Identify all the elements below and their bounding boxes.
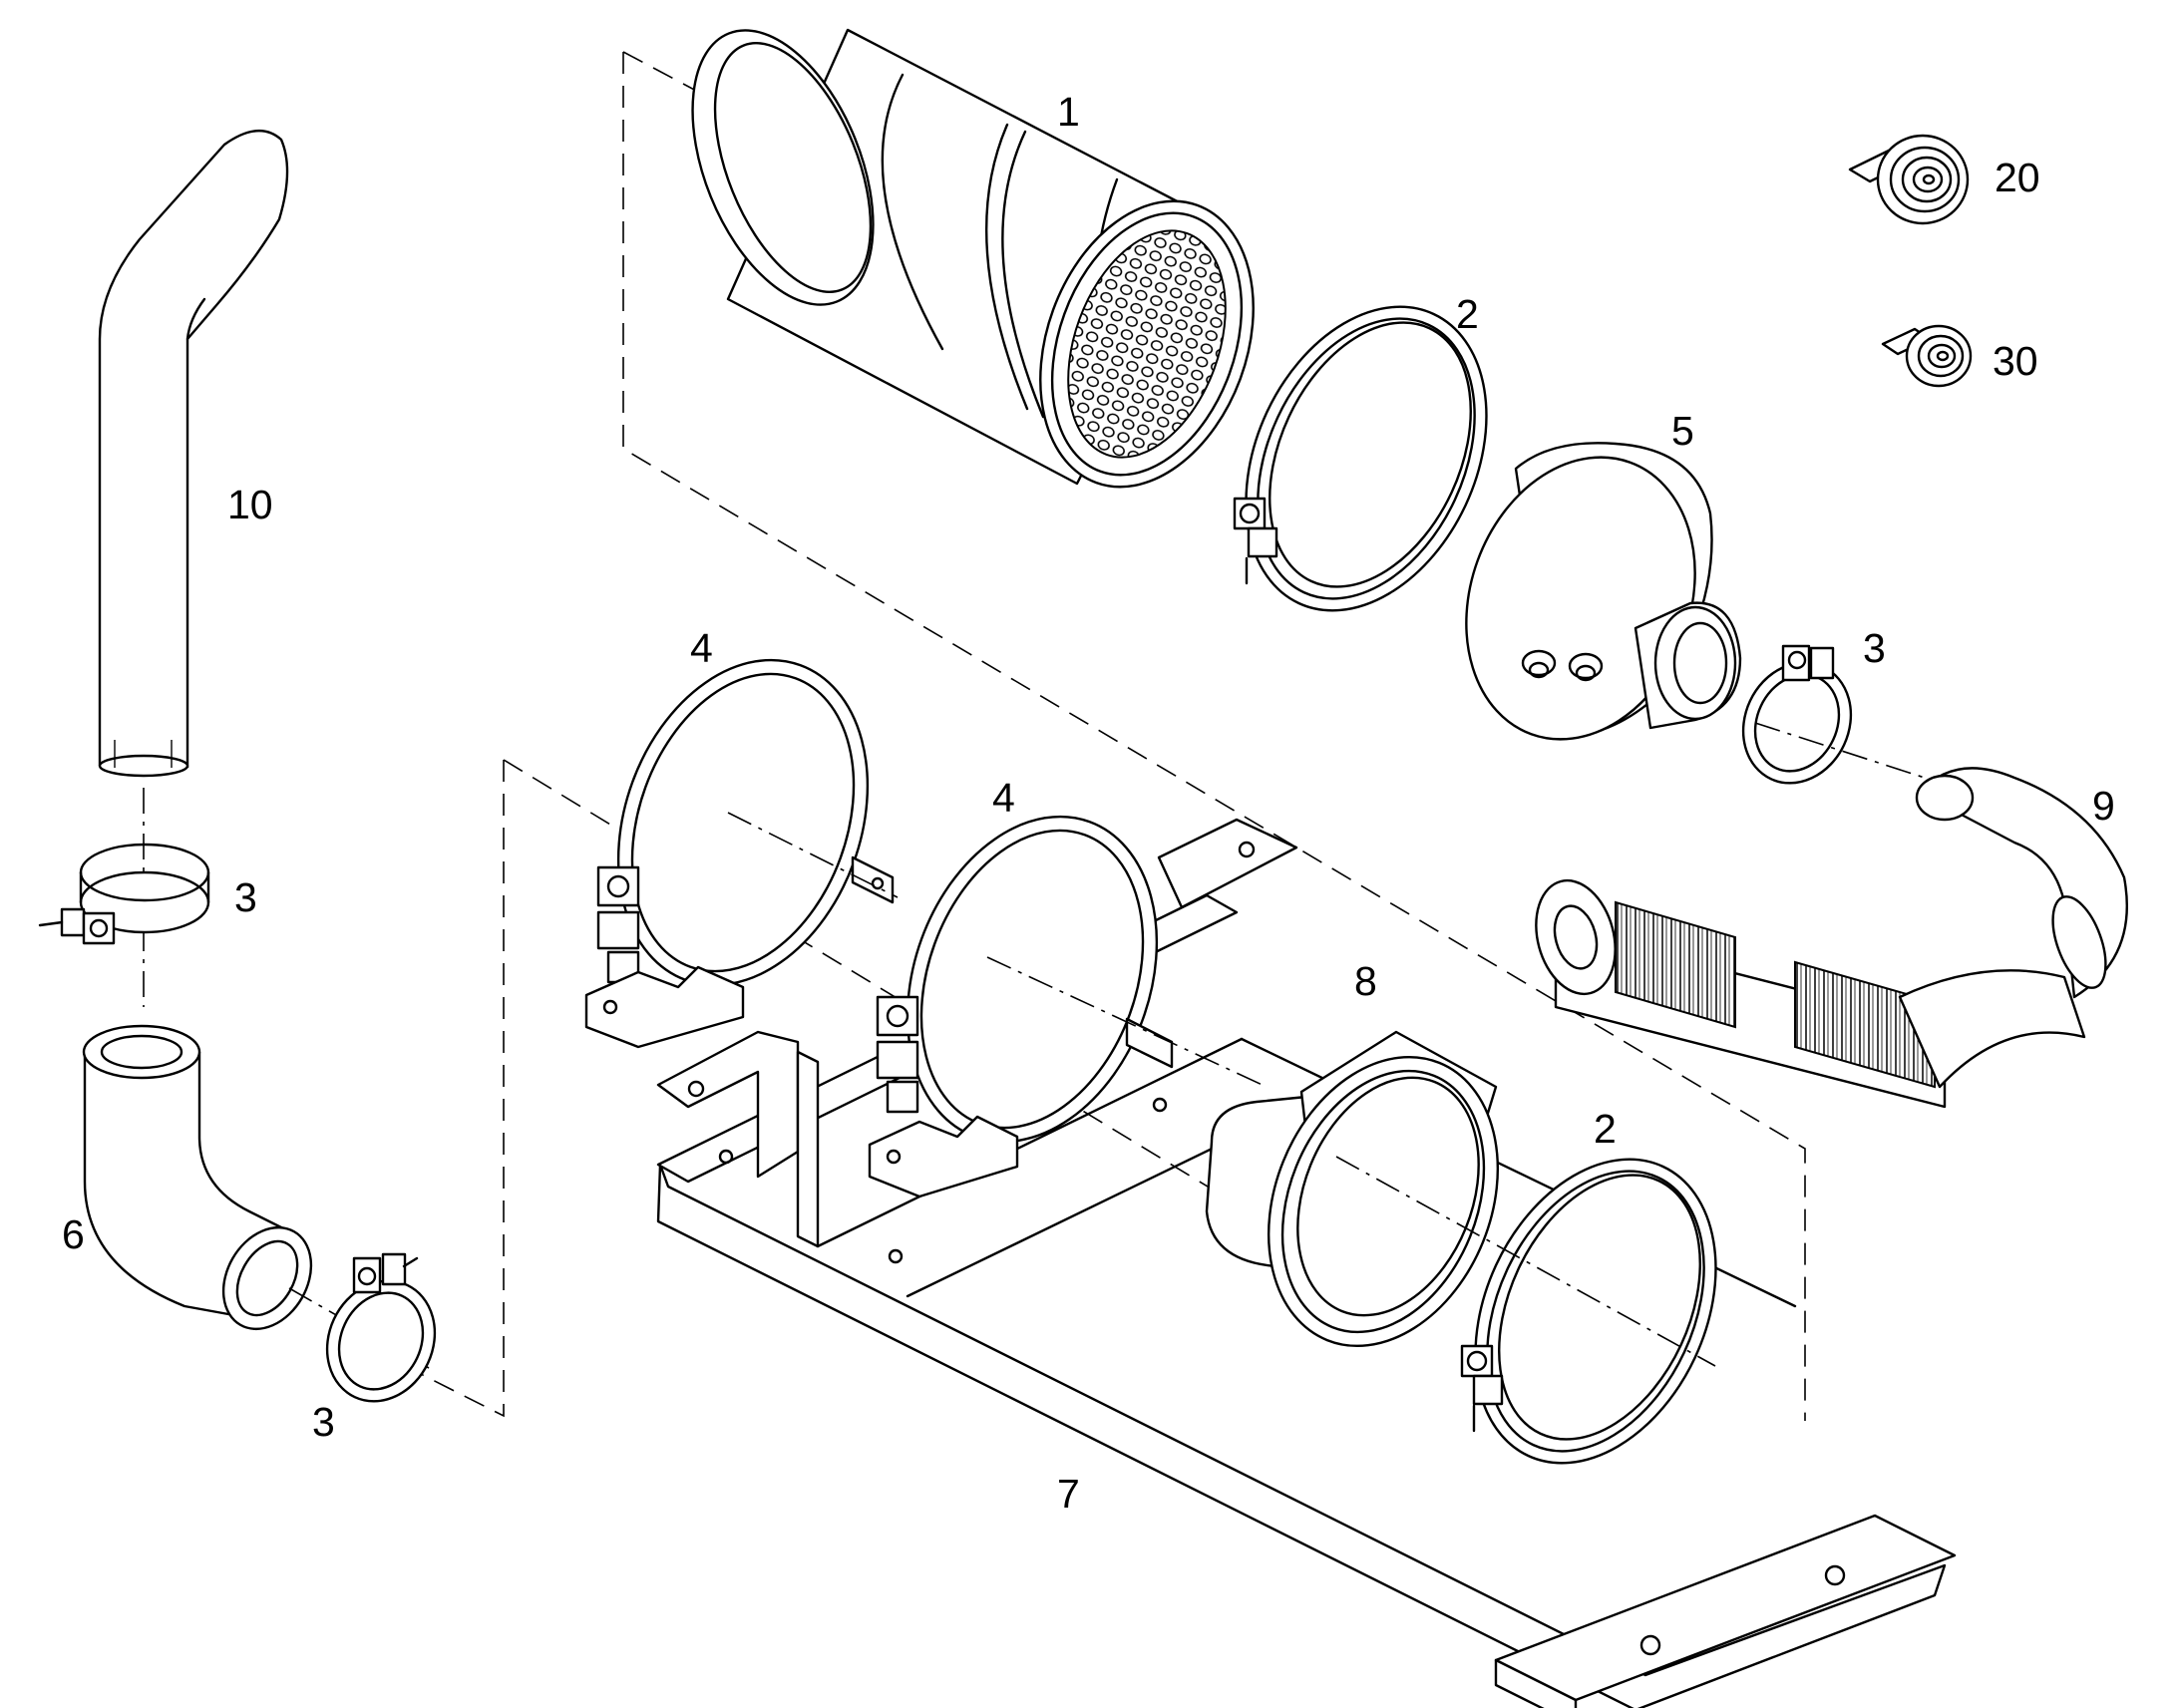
- part-3-clamp-bottom: [325, 1252, 437, 1403]
- part-2-clamp-lower: [1460, 1158, 1717, 1465]
- part-1-silencer: [691, 28, 1255, 489]
- callout-2: 2: [1456, 291, 1479, 337]
- callout-2: 2: [1594, 1106, 1617, 1152]
- callout-4: 4: [992, 775, 1015, 821]
- part-3-clamp-right: [1741, 644, 1853, 785]
- part-9-flex-pipe: [1535, 767, 2128, 1109]
- part-6-elbow-hose: [82, 1024, 313, 1331]
- callout-9: 9: [2092, 783, 2115, 829]
- callout-4: 4: [690, 625, 713, 671]
- part-2-clamp-upper: [1233, 305, 1488, 612]
- part-5-end-cap: [1465, 442, 1742, 741]
- part-30-tape-roll: [1881, 324, 1973, 388]
- part-10-exhaust-stack: [98, 129, 289, 778]
- part-3-clamp-left: [38, 843, 210, 945]
- callout-6: 6: [62, 1211, 85, 1257]
- callout-1: 1: [1057, 89, 1080, 135]
- callout-5: 5: [1671, 408, 1694, 454]
- part-20-tape-roll: [1848, 134, 1970, 225]
- axis-line-3-9: [1754, 722, 1926, 779]
- callout-3: 3: [234, 874, 257, 920]
- part-8-inlet-adapter: [1205, 1030, 1500, 1348]
- callout-7: 7: [1057, 1471, 1080, 1517]
- part-4-saddle-clamp-middle: [868, 815, 1174, 1198]
- callout-8: 8: [1354, 958, 1377, 1004]
- axis-line-4b: [986, 956, 1268, 1088]
- callout-30: 30: [1993, 338, 2038, 384]
- callout-3: 3: [1863, 625, 1886, 671]
- callout-3: 3: [312, 1399, 335, 1445]
- part-4-saddle-clamp-left: [584, 658, 895, 1049]
- callout-20: 20: [1995, 155, 2040, 200]
- callout-10: 10: [227, 482, 273, 527]
- axis-line-4a: [727, 812, 899, 898]
